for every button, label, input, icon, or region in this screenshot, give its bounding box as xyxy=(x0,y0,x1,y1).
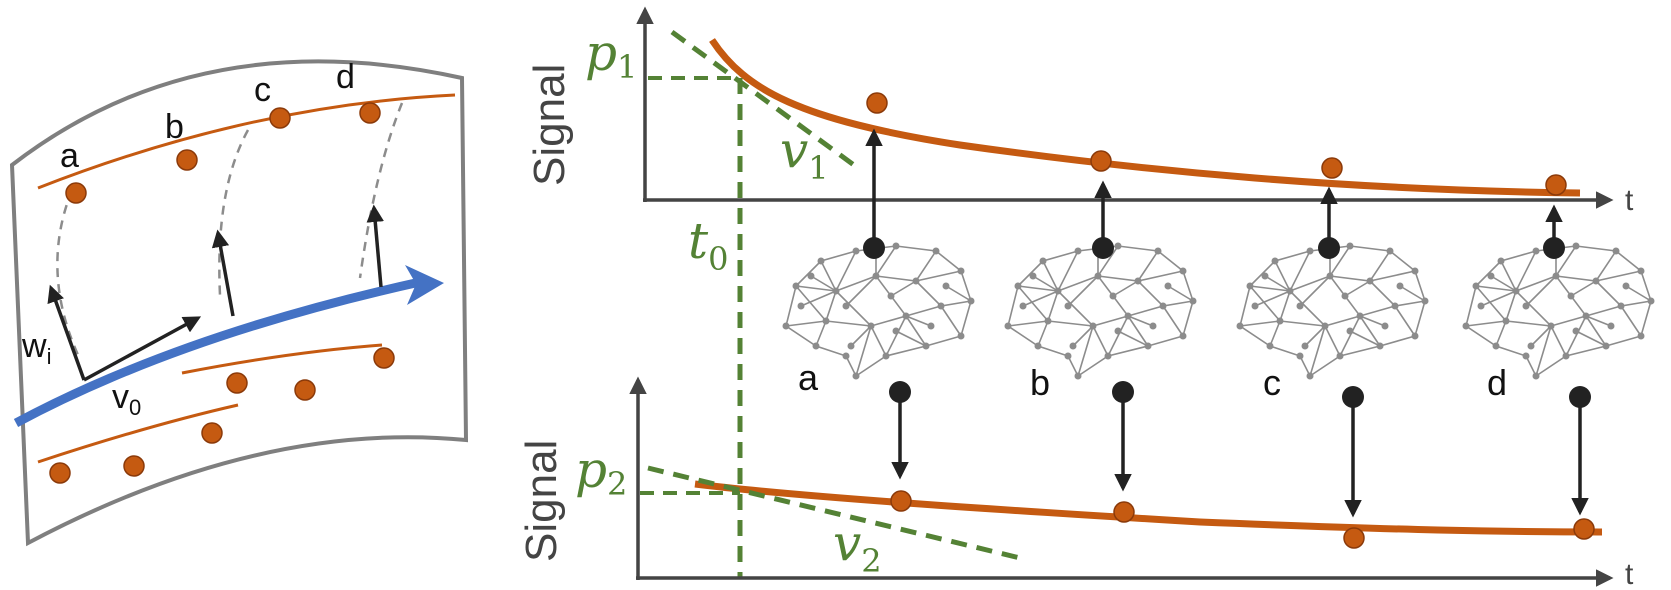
p1-label: p1 xyxy=(585,24,637,86)
v1-label: v1 xyxy=(780,121,829,187)
geodesic-arrowhead xyxy=(405,265,444,305)
v0-vector xyxy=(83,316,202,382)
node-top-a xyxy=(863,237,885,259)
node-top-b xyxy=(1092,237,1114,259)
brain-label-a: a xyxy=(798,357,819,398)
observation-low-3 xyxy=(201,422,223,444)
manifold-label-b: b xyxy=(165,108,184,146)
node-bottom-c xyxy=(1342,386,1364,408)
top-observation-c xyxy=(1321,157,1343,179)
parallel-vector-3 xyxy=(366,204,384,288)
brain-b xyxy=(1003,241,1198,381)
bottom-plot: Signal t p2 v2 xyxy=(517,376,1634,590)
node-bottom-a xyxy=(889,381,911,403)
connectors xyxy=(863,128,1591,518)
bottom-tangent-v2 xyxy=(647,465,1021,561)
top-observations xyxy=(866,92,1567,196)
v2-label: v2 xyxy=(833,514,882,580)
geodesic-dashed-3 xyxy=(358,102,404,279)
observation-a xyxy=(65,182,87,204)
bottom-observations xyxy=(890,490,1595,549)
brain-d xyxy=(1461,241,1656,381)
manifold-surface xyxy=(9,59,469,547)
bottom-x-label: t xyxy=(1625,558,1634,590)
top-observation-d xyxy=(1545,174,1567,196)
manifold-observations xyxy=(49,102,395,484)
observation-b xyxy=(176,149,198,171)
top-y-label: Signal xyxy=(525,64,574,186)
brain-label-b: b xyxy=(1030,362,1050,403)
observation-mid-1 xyxy=(226,372,248,394)
v0-label: v0 xyxy=(112,378,141,420)
bottom-y-label: Signal xyxy=(517,440,566,562)
observation-d xyxy=(359,102,381,124)
node-top-d xyxy=(1543,237,1565,259)
w-i-label: wi xyxy=(21,327,51,369)
observation-low-2 xyxy=(123,455,145,477)
geodesic-dashed-1 xyxy=(56,189,80,356)
brain-label-c: c xyxy=(1263,362,1281,403)
t0-label: t0 xyxy=(688,212,728,278)
brain-label-d: d xyxy=(1487,362,1507,403)
bottom-observation-b xyxy=(1113,501,1135,523)
parallel-vector-2 xyxy=(211,229,235,317)
top-plot: Signal t p1 v1 xyxy=(525,6,1634,217)
w-i-vector xyxy=(47,284,86,381)
bottom-observation-a xyxy=(890,490,912,512)
geodesic-dashed-2 xyxy=(218,129,250,296)
bottom-observation-d xyxy=(1573,518,1595,540)
top-observation-a xyxy=(866,92,888,114)
observation-low-1 xyxy=(49,462,71,484)
node-bottom-d xyxy=(1569,386,1591,408)
observation-c xyxy=(269,107,291,129)
p2-label: p2 xyxy=(575,441,627,503)
top-signal-curve xyxy=(709,38,1581,197)
trajectory-top xyxy=(37,93,456,190)
observation-mid-3 xyxy=(373,347,395,369)
geodesic-curve xyxy=(13,277,421,427)
manifold-label-a: a xyxy=(60,137,79,175)
manifold-panel: a b c d wi v0 xyxy=(9,58,469,547)
observation-mid-2 xyxy=(294,379,316,401)
node-bottom-b xyxy=(1112,381,1134,403)
trajectory-bottom xyxy=(37,403,239,464)
trajectory-middle xyxy=(181,343,383,375)
bottom-observation-c xyxy=(1343,527,1365,549)
node-top-c xyxy=(1318,237,1340,259)
bottom-signal-curve xyxy=(694,480,1603,536)
top-observation-b xyxy=(1090,150,1112,172)
top-x-label: t xyxy=(1625,184,1634,217)
top-tangent-v1 xyxy=(670,29,860,171)
manifold-label-d: d xyxy=(336,58,355,96)
manifold-label-c: c xyxy=(254,71,271,109)
brain-c xyxy=(1235,241,1430,381)
